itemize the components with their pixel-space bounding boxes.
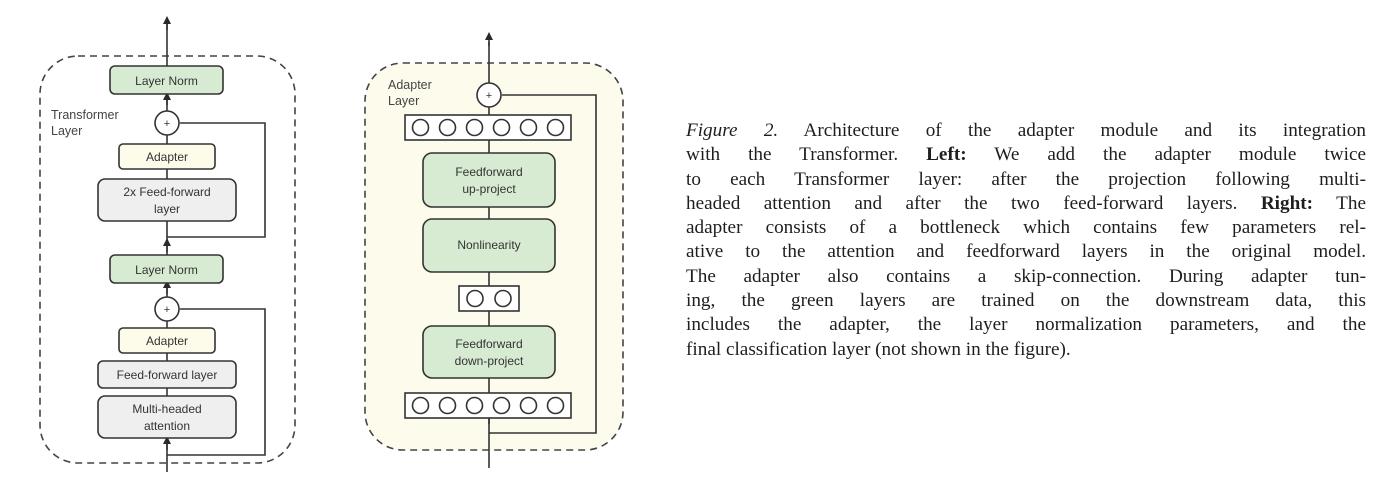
caption-line: Figure 2. Architecture of the adapter mo… [686, 120, 1366, 141]
neuron-unit [438, 396, 457, 415]
bottom-adapter-label: Adapter [146, 334, 188, 348]
skip-connection-upper [167, 122, 266, 238]
plus-icon: + [164, 118, 170, 130]
adapter-skip-connection [489, 94, 597, 434]
neuron-unit [438, 118, 457, 137]
up-project-label-1: Feedforward [455, 165, 522, 179]
nonlinearity-label: Nonlinearity [457, 238, 520, 252]
neuron-unit [494, 289, 512, 308]
ffn-2x-label-1: 2x Feed-forward [123, 185, 210, 199]
figure-label: Figure 2. [686, 120, 779, 141]
plus-icon: + [164, 304, 170, 316]
neuron-unit [546, 118, 565, 137]
ffn-2x-block: 2x Feed-forward layer [97, 178, 237, 222]
down-project-label-1: Feedforward [455, 337, 522, 351]
transformer-layer-label-2: Layer [51, 124, 82, 138]
neuron-unit [546, 396, 565, 415]
caption-line: The adapter also contains a skip-connect… [686, 265, 1366, 287]
top-layer-norm-block: Layer Norm [109, 65, 224, 95]
caption-line: to each Transformer layer: after the pro… [686, 168, 1366, 190]
neuron-unit [519, 118, 538, 137]
transformer-layer-diagram: Transformer Layer Layer Norm + [39, 16, 296, 472]
bottom-add-node: + [154, 296, 180, 322]
down-project-label-2: down-project [455, 354, 524, 368]
top-layer-norm-label: Layer Norm [135, 74, 198, 88]
caption-line: with the Transformer. Left: We add the a… [686, 144, 1366, 166]
neuron-unit [411, 396, 430, 415]
top-add-node: + [154, 110, 180, 136]
nonlinearity-block: Nonlinearity [422, 218, 556, 273]
architecture-figure: Transformer Layer Layer Norm + [0, 0, 660, 490]
transformer-layer-label-1: Transformer [51, 108, 119, 122]
caption-bold-term: Right: [1260, 192, 1314, 214]
neuron-unit [492, 118, 511, 137]
caption-line: adapter consists of a bottleneck which c… [686, 217, 1366, 239]
caption-line: includes the adapter, the layer normaliz… [686, 314, 1366, 336]
input-units-layer [404, 392, 572, 419]
mha-label-2: attention [144, 419, 190, 433]
neuron-unit [465, 118, 484, 137]
plus-icon: + [486, 90, 492, 102]
ffn-2x-label-2: layer [154, 202, 180, 216]
ffn-block: Feed-forward layer [97, 360, 237, 389]
neuron-unit [519, 396, 538, 415]
adapter-layer-label-1: Adapter [388, 78, 432, 92]
neuron-unit [411, 118, 430, 137]
neuron-unit [466, 289, 484, 308]
output-units-layer [404, 114, 572, 141]
adapter-add-node: + [476, 82, 502, 108]
ffn-label: Feed-forward layer [117, 368, 218, 382]
caption-line: final classification layer (not shown in… [686, 338, 1071, 360]
feedforward-up-project-block: Feedforward up-project [422, 152, 556, 208]
caption-line: ing, the green layers are trained on the… [686, 290, 1366, 312]
caption-line: headed attention and after the two feed-… [686, 192, 1366, 214]
neuron-unit [492, 396, 511, 415]
top-adapter-block: Adapter [118, 143, 216, 170]
feedforward-down-project-block: Feedforward down-project [422, 325, 556, 379]
top-adapter-label: Adapter [146, 150, 188, 164]
bottleneck-units-layer [458, 285, 520, 312]
caption-bold-term: Left: [926, 144, 967, 166]
caption-line: ative to the attention and feedforward l… [686, 241, 1366, 263]
bottom-layer-norm-block: Layer Norm [109, 254, 224, 284]
up-project-label-2: up-project [462, 182, 516, 196]
figure-caption: Figure 2. Architecture of the adapter mo… [686, 119, 1366, 362]
neuron-unit [465, 396, 484, 415]
adapter-layer-diagram: Adapter Layer + Feedforward up-project [364, 32, 624, 468]
bottom-layer-norm-label: Layer Norm [135, 263, 198, 277]
multi-headed-attention-block: Multi-headed attention [97, 395, 237, 439]
skip-connection-lower [167, 308, 266, 456]
bottom-adapter-block: Adapter [118, 327, 216, 354]
adapter-layer-label-2: Layer [388, 94, 419, 108]
mha-label-1: Multi-headed [132, 402, 201, 416]
